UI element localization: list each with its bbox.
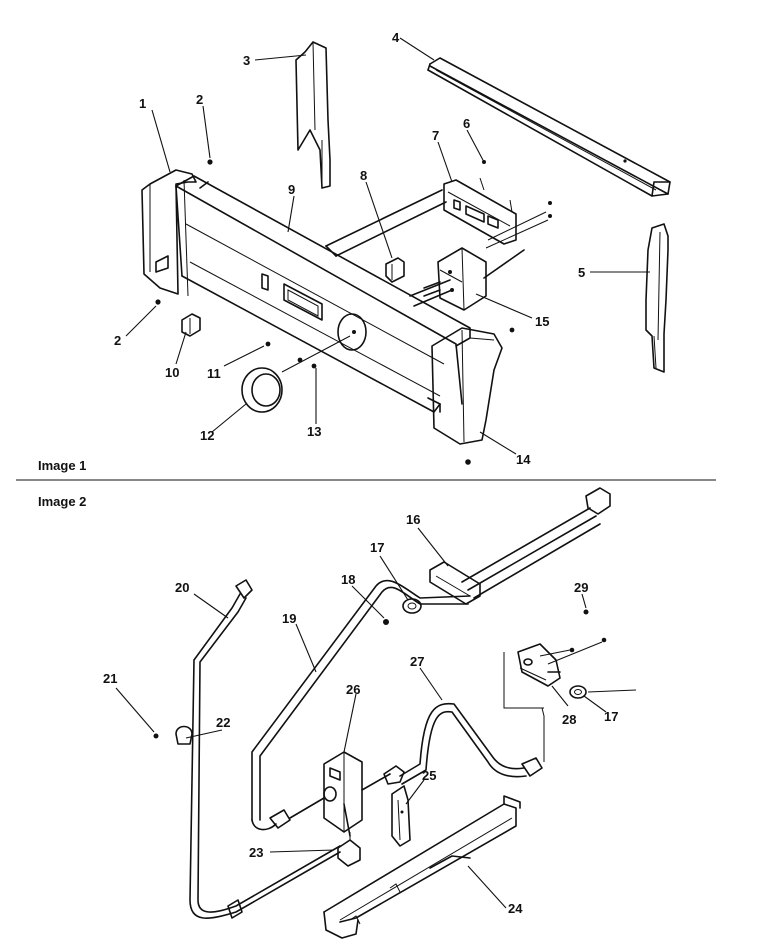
callout-14: 14 xyxy=(516,452,531,467)
part-25-bracket xyxy=(391,785,411,847)
callout-13: 13 xyxy=(307,424,321,439)
part-3-bracket xyxy=(295,41,331,189)
part-15-switch xyxy=(423,247,487,311)
callout-24: 24 xyxy=(508,901,523,916)
screw-28b xyxy=(601,637,607,643)
leaders-image-2 xyxy=(115,527,607,909)
callout-12: 12 xyxy=(200,428,214,443)
callout-27: 27 xyxy=(410,654,424,669)
callout-22: 22 xyxy=(216,715,230,730)
part-27-tube xyxy=(399,652,545,785)
part-28-bracket xyxy=(517,643,561,687)
part-4-top-channel xyxy=(427,57,671,197)
callout-1: 1 xyxy=(139,96,146,111)
callout-25: 25 xyxy=(422,768,436,783)
part-29-screw xyxy=(583,609,589,615)
callout-4: 4 xyxy=(392,30,400,45)
part-21-screw xyxy=(153,733,159,739)
frame-rails xyxy=(325,189,552,307)
callout-15: 15 xyxy=(535,314,549,329)
callout-7: 7 xyxy=(432,128,439,143)
part-1-left-end-cap xyxy=(141,169,197,297)
callout-6: 6 xyxy=(463,116,470,131)
part-24-bottom-bracket xyxy=(323,795,521,939)
callout-29: 29 xyxy=(574,580,588,595)
leaders-image-1 xyxy=(125,37,650,455)
part-17-nut-right xyxy=(569,685,637,699)
callout-19: 19 xyxy=(282,611,296,626)
callout-26: 26 xyxy=(346,682,360,697)
part-17-nut-top xyxy=(402,598,422,614)
callout-16: 16 xyxy=(406,512,420,527)
section-label-image-1: Image 1 xyxy=(38,458,86,473)
callout-20: 20 xyxy=(175,580,189,595)
part-10-switch xyxy=(181,313,201,337)
callout-21: 21 xyxy=(103,671,117,686)
image-2-assembly: 16 17 17 18 19 20 21 22 23 24 25 26 27 2… xyxy=(38,487,637,939)
part-20-wire xyxy=(189,579,341,919)
part-18-screw xyxy=(383,619,389,625)
callout-18: 18 xyxy=(341,572,355,587)
callout-5: 5 xyxy=(578,265,585,280)
screws-image-1 xyxy=(155,159,515,465)
callout-28: 28 xyxy=(562,712,576,727)
screw-line-b xyxy=(547,641,603,665)
callouts-image-2: 16 17 17 18 19 20 21 22 23 24 25 26 27 2… xyxy=(103,512,618,916)
part-19-tube xyxy=(251,579,471,831)
part-12-knob xyxy=(241,335,351,413)
part-23-connector xyxy=(337,803,361,867)
callout-10: 10 xyxy=(165,365,179,380)
callout-3: 3 xyxy=(243,53,250,68)
callout-11: 11 xyxy=(207,366,221,381)
image-1-assembly: 1 2 2 3 4 5 6 7 8 9 10 11 12 13 14 15 Im… xyxy=(38,30,671,473)
part-7-control-bracket xyxy=(443,177,517,245)
screw-line-a xyxy=(539,649,571,657)
screw-28a xyxy=(569,647,575,653)
callout-2-top: 2 xyxy=(196,92,203,107)
callout-23: 23 xyxy=(249,845,263,860)
callouts-image-1: 1 2 2 3 4 5 6 7 8 9 10 11 12 13 14 15 xyxy=(114,30,585,467)
callout-8: 8 xyxy=(360,168,367,183)
part-8-clip xyxy=(385,257,405,283)
callout-17-right: 17 xyxy=(604,709,618,724)
section-label-image-2: Image 2 xyxy=(38,494,86,509)
callout-17-top: 17 xyxy=(370,540,384,555)
part-22-clip xyxy=(175,725,193,745)
part-5-side-bracket xyxy=(645,223,669,373)
part-14-right-end-cap xyxy=(431,327,503,445)
part-16-harness xyxy=(429,487,611,605)
callout-2-bottom: 2 xyxy=(114,333,121,348)
callout-9: 9 xyxy=(288,182,295,197)
